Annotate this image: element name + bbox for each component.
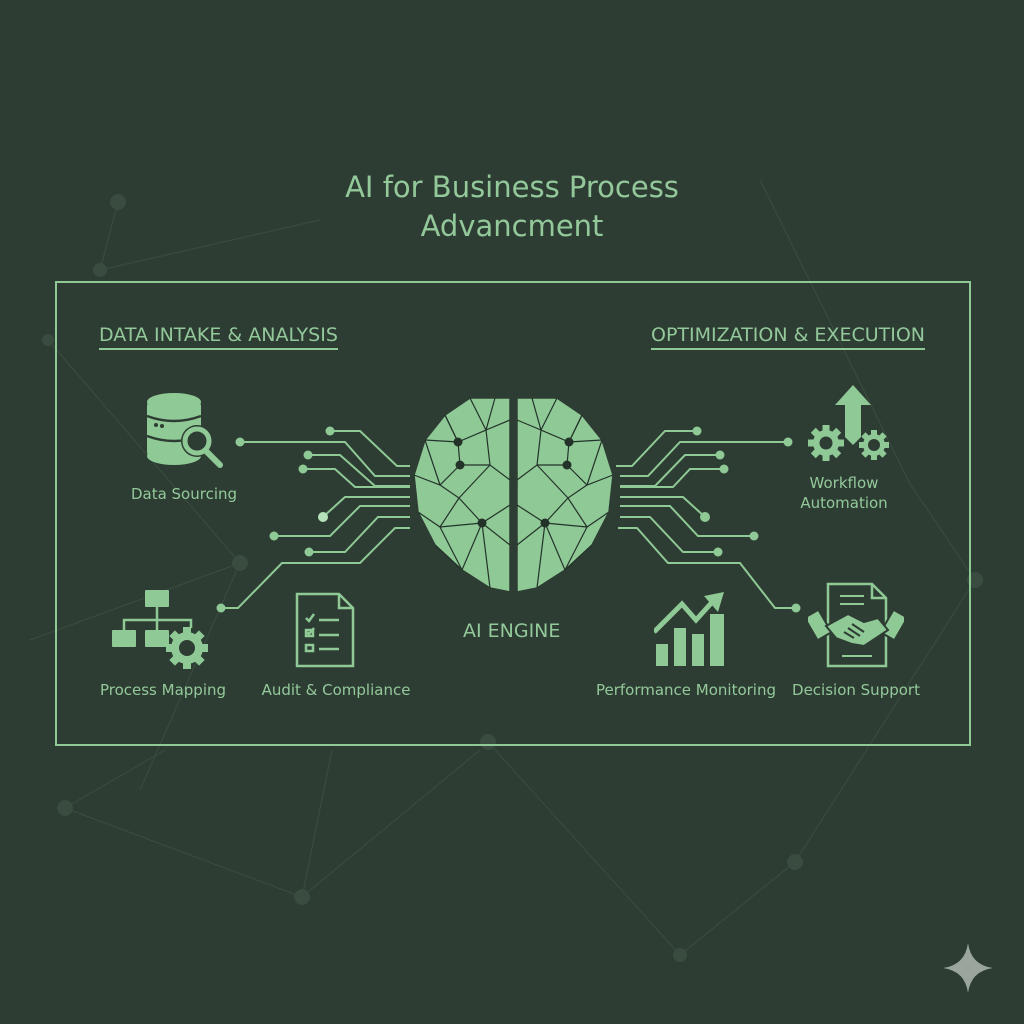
left-circuit-lines bbox=[221, 430, 410, 609]
database-search-icon bbox=[146, 393, 223, 468]
title-line-2: Advancment bbox=[420, 209, 604, 243]
left-circuit-nodes bbox=[216, 426, 335, 613]
ai-engine-label: AI ENGINE bbox=[463, 620, 561, 642]
workflow-automation-line-1: Workflow bbox=[809, 474, 879, 492]
sparkle-icon bbox=[943, 943, 993, 993]
data-sourcing-label: Data Sourcing bbox=[130, 485, 238, 503]
handshake-document-icon bbox=[808, 582, 904, 668]
workflow-automation-label: Workflow Automation bbox=[782, 473, 906, 513]
checklist-document-icon bbox=[295, 592, 355, 668]
page-title: AI for Business Process Advancment bbox=[0, 168, 1024, 246]
audit-compliance-label: Audit & Compliance bbox=[261, 681, 411, 699]
workflow-automation-line-2: Automation bbox=[800, 494, 888, 512]
gears-arrow-up-icon bbox=[808, 385, 889, 461]
right-circuit-lines bbox=[616, 430, 796, 609]
brain-icon bbox=[413, 397, 614, 593]
bar-chart-trend-icon bbox=[654, 592, 724, 666]
right-circuit-nodes bbox=[692, 426, 801, 613]
process-mapping-label: Process Mapping bbox=[99, 681, 227, 699]
performance-monitoring-label: Performance Monitoring bbox=[595, 681, 777, 699]
title-line-1: AI for Business Process bbox=[345, 170, 679, 204]
flowchart-gear-icon bbox=[112, 590, 208, 669]
diagram-frame bbox=[55, 281, 971, 746]
section-title-data-intake: DATA INTAKE & ANALYSIS bbox=[99, 324, 338, 350]
section-title-optimization: OPTIMIZATION & EXECUTION bbox=[651, 324, 926, 350]
decision-support-label: Decision Support bbox=[792, 681, 920, 699]
